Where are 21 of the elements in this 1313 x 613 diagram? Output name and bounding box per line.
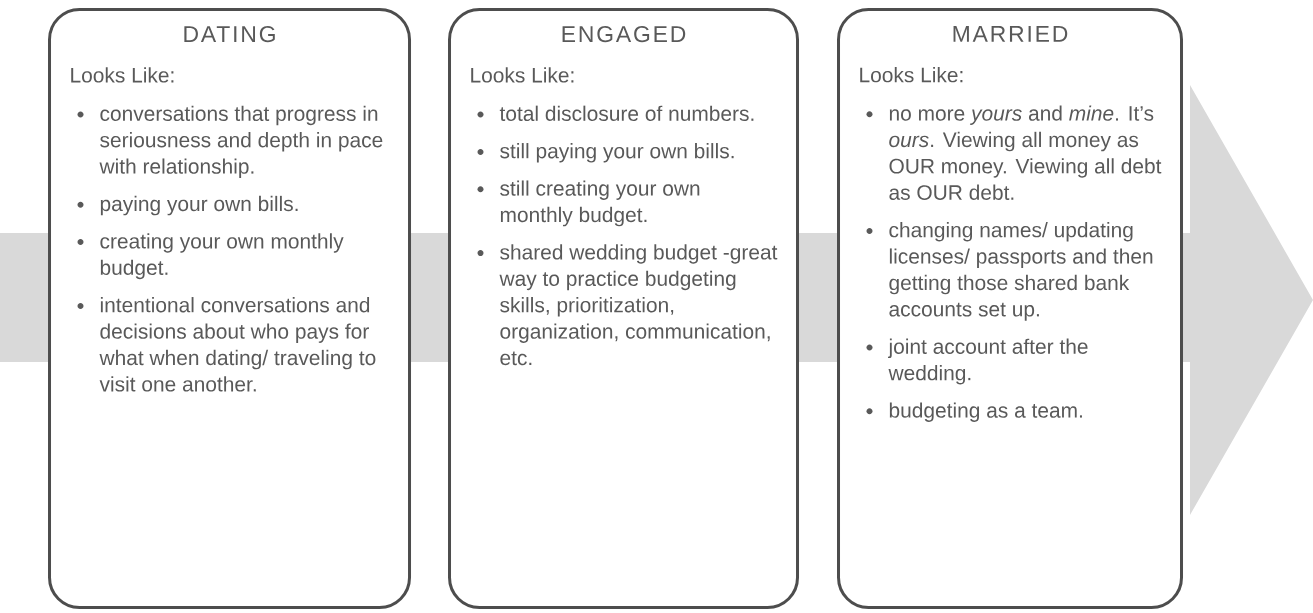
stage-heading: ENGAGED [562, 26, 686, 43]
bullet-item: still paying your own bills. [500, 143, 734, 163]
bullet-item: budgeting as a team. [889, 402, 1082, 422]
stage-heading: MARRIED [953, 26, 1068, 42]
bullet-item: total disclosure of numbers. [499, 105, 754, 121]
bullet-item: intentional conversations and decisions about who pays for what when dating/ traveling to visit one another. [99, 297, 376, 392]
stage-heading: DATING [184, 26, 275, 43]
bullet-item: paying your own bills. [100, 195, 298, 216]
stage-box [48, 8, 411, 609]
bullet-item: still creating your own monthly budget. [500, 180, 700, 227]
bullet-item: conversations that progress in seriousness and depth in pace with relationship. [99, 105, 383, 178]
stage-box [837, 8, 1183, 609]
list-heading: Looks Like: [860, 67, 963, 83]
list-heading: Looks Like: [71, 67, 174, 83]
stage-box [448, 8, 799, 609]
list-heading: Looks Like: [471, 67, 574, 83]
bullet-item: creating your own monthly budget. [100, 233, 344, 280]
bullet-item: no more yours and mine. It’s ours. Viewing all money as OUR money. Viewing all debt as OUR debt. [889, 105, 1162, 200]
bullet-item: shared wedding budget -great way to practice budgeting skills, prioritization, organization, communication, etc. [499, 244, 778, 366]
bullet-item: joint account after the wedding. [888, 338, 1088, 385]
bullet-item: changing names/ updating licenses/ passports and then getting those shared bank accounts set up. [889, 222, 1153, 321]
